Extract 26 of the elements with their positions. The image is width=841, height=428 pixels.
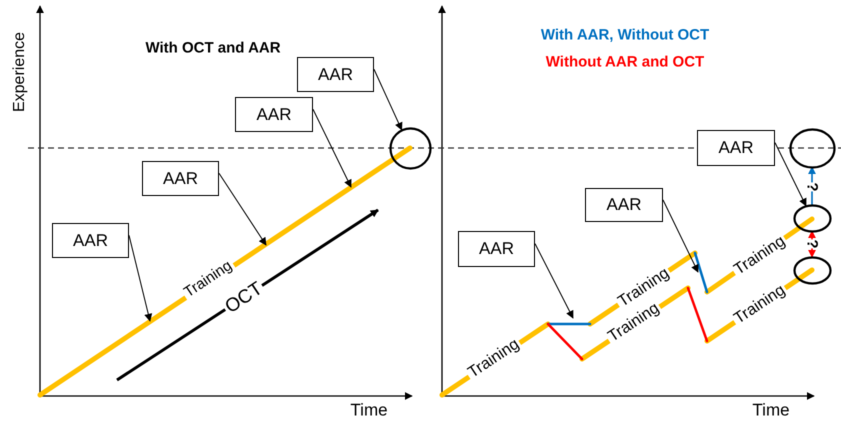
leader-line [774,142,806,206]
panel-heading: With AAR, Without OCT [540,28,710,42]
axis-label: Experience [12,32,28,112]
leader-line [662,199,698,273]
callout-box: AAR [235,97,313,132]
edge-label: ? [804,239,820,249]
callout-box: AAR [585,188,663,222]
callout-box: AAR [142,161,219,196]
leader-line [374,68,402,131]
callout-box: AAR [697,130,775,166]
axis-label: Time [350,402,388,418]
highlight-circle [388,126,432,170]
panel-heading: With OCT and AAR [145,40,281,56]
leader-line [218,172,266,246]
highlight-circle [792,204,832,232]
panel-heading: Without AAR and OCT [546,54,704,70]
edge-label: ? [804,182,820,192]
highlight-circle [792,256,832,284]
leader-line [312,108,352,188]
leader-line [128,234,152,322]
callout-box: AAR [52,223,129,258]
leader-line [534,243,574,319]
callout-box: AAR [297,57,374,92]
axis-label: Time [752,402,790,418]
callout-box: AAR [458,231,535,267]
highlight-circle [788,128,836,168]
